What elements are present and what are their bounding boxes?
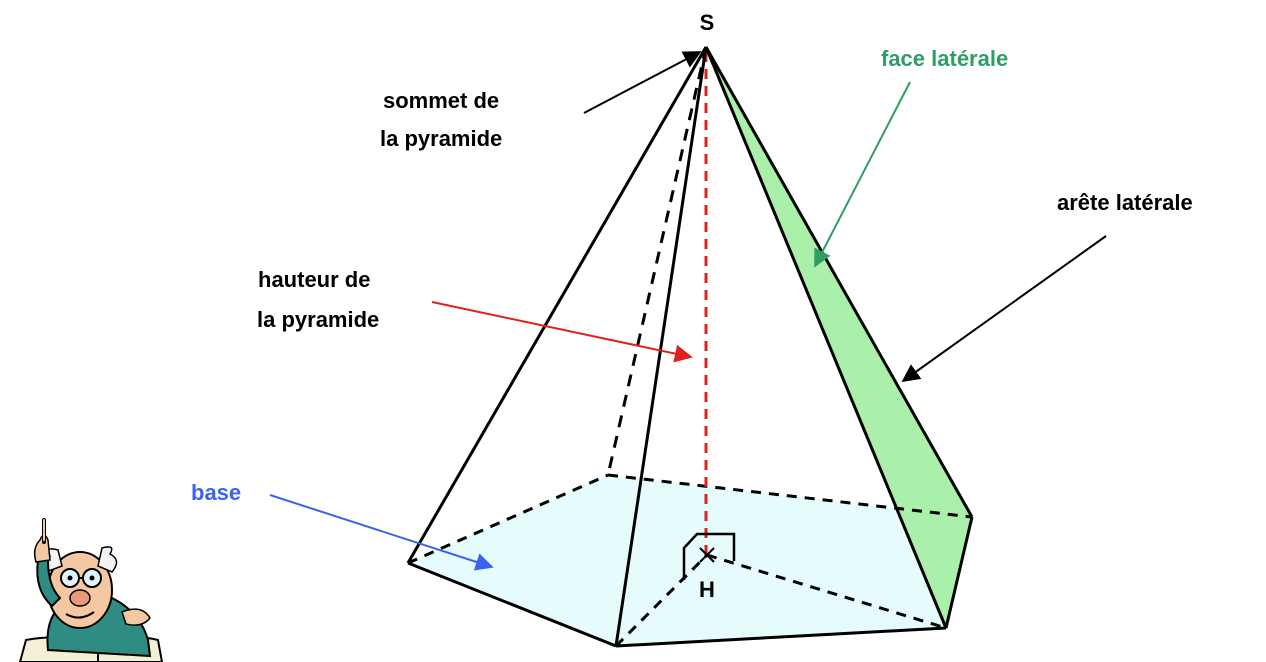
lateral-edge	[704, 46, 948, 629]
hidden-lateral-edge	[606, 46, 708, 476]
foot-label: H	[699, 577, 715, 602]
hidden-base-edge	[407, 473, 609, 565]
hidden-base-edge	[607, 473, 973, 519]
sommet-arrow	[583, 51, 702, 114]
face-arrow	[814, 81, 911, 268]
base-label: base	[191, 480, 241, 505]
base-edge	[407, 561, 617, 648]
lateral-edge	[704, 46, 974, 518]
right-angle-marker	[682, 532, 736, 580]
base-edge	[615, 626, 947, 648]
base-edge	[944, 516, 974, 629]
face-label: face latérale	[881, 46, 1008, 71]
lateral-edge	[614, 46, 708, 647]
professor-cartoon-icon	[18, 518, 164, 662]
base-arrow	[269, 494, 494, 571]
hauteur-arrow	[431, 301, 693, 363]
sommet-label-line1: sommet de	[383, 88, 499, 113]
lateral-face	[706, 47, 972, 628]
lateral-edge	[406, 46, 708, 564]
pyramid-base	[408, 475, 972, 646]
foot-cross	[699, 547, 715, 563]
sommet-label-line2: la pyramide	[380, 126, 502, 151]
apex-label: S	[700, 10, 715, 35]
hidden-base-diagonal	[706, 553, 947, 630]
arete-label: arête latérale	[1057, 190, 1193, 215]
arete-arrow	[901, 235, 1107, 383]
hauteur-label-line2: la pyramide	[257, 307, 379, 332]
hauteur-label-line1: hauteur de	[258, 267, 370, 292]
hidden-base-diagonal	[614, 553, 709, 648]
